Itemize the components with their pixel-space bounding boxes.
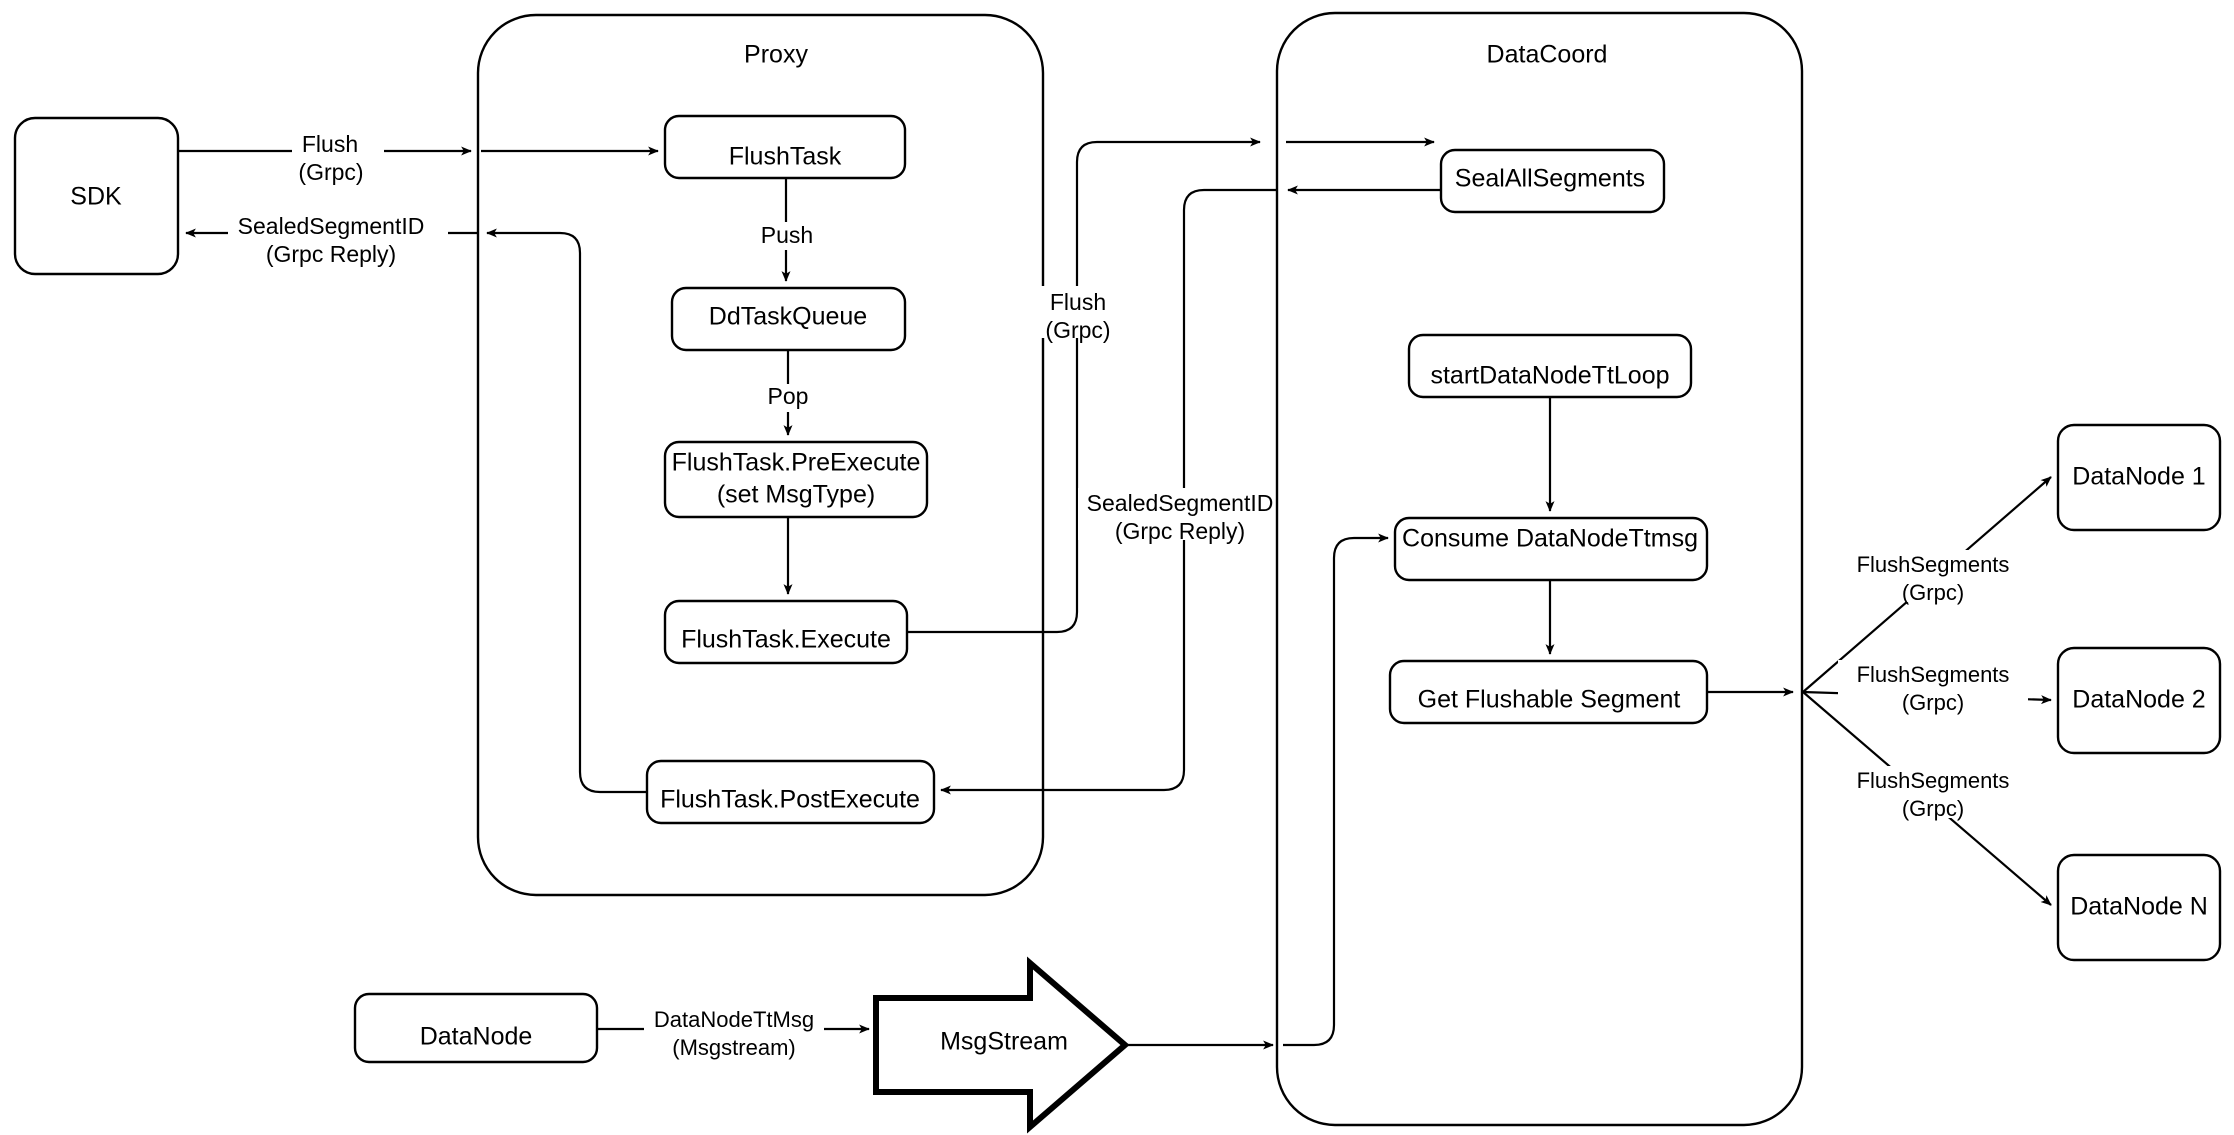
label-flushtask-push: Push bbox=[752, 222, 822, 250]
datanode-n-box[interactable] bbox=[2056, 853, 2222, 962]
coord-to-proxy-label-line1: SealedSegmentID bbox=[1087, 490, 1274, 516]
label-bg bbox=[1838, 766, 2028, 818]
label-proxy-to-sdk: SealedSegmentID (Grpc Reply) bbox=[228, 212, 448, 267]
label-bg bbox=[292, 128, 384, 180]
coord-to-proxy-label-line2: (Grpc Reply) bbox=[1115, 518, 1245, 544]
label-sdk-to-proxy: Flush (Grpc) bbox=[292, 128, 384, 185]
sdk-label: SDK bbox=[70, 183, 122, 211]
flush-segments-1-label-line1: FlushSegments bbox=[1857, 552, 2010, 577]
flush-segments-n-label-line1: FlushSegments bbox=[1857, 768, 2010, 793]
label-flush-segments-2: FlushSegments (Grpc) bbox=[1838, 660, 2028, 715]
datanode-1-box[interactable] bbox=[2056, 423, 2222, 532]
node-dd-task-queue[interactable]: DdTaskQueue bbox=[670, 286, 907, 352]
node-flushtask-postexecute[interactable]: FlushTask.PostExecute bbox=[645, 759, 936, 825]
proxy-to-coord-label-line1: Flush bbox=[1050, 289, 1106, 315]
node-flushtask-preexecute[interactable]: FlushTask.PreExecute (set MsgType) bbox=[663, 440, 929, 519]
edge-execute-to-datacoord bbox=[907, 137, 1261, 634]
label-bg bbox=[1036, 286, 1120, 338]
node-seal-all-segments[interactable]: SealAllSegments bbox=[1439, 148, 1666, 214]
container-proxy: Proxy bbox=[476, 13, 1045, 897]
dd-task-queue-label: DdTaskQueue bbox=[709, 303, 867, 331]
label-proxy-to-coord: Flush (Grpc) bbox=[1036, 286, 1120, 343]
datacoord-container-label: DataCoord bbox=[1487, 41, 1608, 69]
consume-dn-ttmsg-label: Consume DataNodeTtmsg bbox=[1402, 525, 1698, 553]
datanode-1-label: DataNode 1 bbox=[2072, 463, 2205, 491]
flush-segments-2-label-line2: (Grpc) bbox=[1902, 690, 1964, 715]
container-datacoord: DataCoord bbox=[1275, 11, 1804, 1127]
node-sdk[interactable]: SDK bbox=[13, 116, 180, 276]
postexecute-label: FlushTask.PostExecute bbox=[660, 786, 920, 814]
edge-postexecute-to-proxy-exit bbox=[486, 228, 647, 794]
node-datanode-1[interactable]: DataNode 1 bbox=[2056, 423, 2222, 532]
label-bg bbox=[228, 212, 448, 264]
node-datanode-2[interactable]: DataNode 2 bbox=[2056, 646, 2222, 755]
label-queue-pop: Pop bbox=[758, 383, 818, 412]
pop-label: Pop bbox=[768, 383, 809, 409]
preexecute-label-line2: (set MsgType) bbox=[717, 481, 875, 509]
proxy-to-sdk-label-line2: (Grpc Reply) bbox=[266, 241, 396, 267]
sdk-to-proxy-label-line2: (Grpc) bbox=[298, 159, 363, 185]
label-bg bbox=[1838, 550, 2028, 602]
flush-segments-1-label-line2: (Grpc) bbox=[1902, 580, 1964, 605]
proxy-to-sdk-label-line1: SealedSegmentID bbox=[238, 213, 425, 239]
datanode-ttmsg-label-line2: (Msgstream) bbox=[672, 1035, 795, 1060]
label-bg bbox=[1078, 488, 1270, 540]
datanode-source-label: DataNode bbox=[420, 1023, 533, 1051]
label-coord-to-proxy: SealedSegmentID (Grpc Reply) bbox=[1078, 488, 1273, 544]
label-flush-segments-n: FlushSegments (Grpc) bbox=[1838, 766, 2028, 821]
label-bg bbox=[752, 222, 822, 250]
preexecute-label-line1: FlushTask.PreExecute bbox=[672, 449, 921, 477]
preexecute-box[interactable] bbox=[663, 440, 929, 519]
flush-task-label: FlushTask bbox=[729, 143, 842, 171]
datanode-n-label: DataNode N bbox=[2070, 893, 2208, 921]
node-flush-task[interactable]: FlushTask bbox=[663, 114, 907, 180]
datanode-2-box[interactable] bbox=[2056, 646, 2222, 755]
label-bg bbox=[644, 1004, 824, 1056]
push-label: Push bbox=[761, 222, 813, 248]
datanode-ttmsg-label-line1: DataNodeTtMsg bbox=[654, 1007, 814, 1032]
sdk-to-proxy-label-line1: Flush bbox=[302, 131, 358, 157]
msgstream-label: MsgStream bbox=[940, 1028, 1068, 1056]
proxy-container-label: Proxy bbox=[744, 41, 808, 69]
node-flushtask-execute[interactable]: FlushTask.Execute bbox=[663, 599, 909, 665]
seal-all-segments-label: SealAllSegments bbox=[1455, 165, 1645, 193]
label-datanode-ttmsg: DataNodeTtMsg (Msgstream) bbox=[644, 1004, 824, 1060]
flush-segments-n-label-line2: (Grpc) bbox=[1902, 796, 1964, 821]
proxy-container-rect bbox=[476, 13, 1045, 897]
node-datanode-n[interactable]: DataNode N bbox=[2056, 853, 2222, 962]
node-start-datanode-tt-loop[interactable]: startDataNodeTtLoop bbox=[1407, 333, 1693, 399]
label-flush-segments-1: FlushSegments (Grpc) bbox=[1838, 550, 2028, 605]
edge-datacoord-ttmsg-to-consume bbox=[1283, 533, 1389, 1047]
node-datanode-source[interactable]: DataNode bbox=[353, 992, 599, 1064]
node-get-flushable-segment[interactable]: Get Flushable Segment bbox=[1388, 659, 1709, 725]
seal-all-segments-box[interactable] bbox=[1439, 148, 1666, 214]
start-dn-tt-loop-label: startDataNodeTtLoop bbox=[1430, 362, 1669, 390]
datanode-2-label: DataNode 2 bbox=[2072, 686, 2205, 714]
label-bg bbox=[758, 384, 818, 412]
datacoord-container-rect bbox=[1275, 11, 1804, 1127]
node-msgstream[interactable]: MsgStream bbox=[873, 956, 1130, 1134]
label-bg bbox=[1838, 660, 2028, 712]
proxy-to-coord-label-line2: (Grpc) bbox=[1045, 317, 1110, 343]
msgstream-arrow-shape[interactable] bbox=[873, 956, 1130, 1134]
get-flushable-segment-label: Get Flushable Segment bbox=[1418, 686, 1681, 714]
sdk-box[interactable] bbox=[13, 116, 180, 276]
execute-label: FlushTask.Execute bbox=[681, 626, 891, 654]
flush-segments-2-label-line1: FlushSegments bbox=[1857, 662, 2010, 687]
node-consume-datanode-ttmsg[interactable]: Consume DataNodeTtmsg bbox=[1393, 516, 1709, 582]
